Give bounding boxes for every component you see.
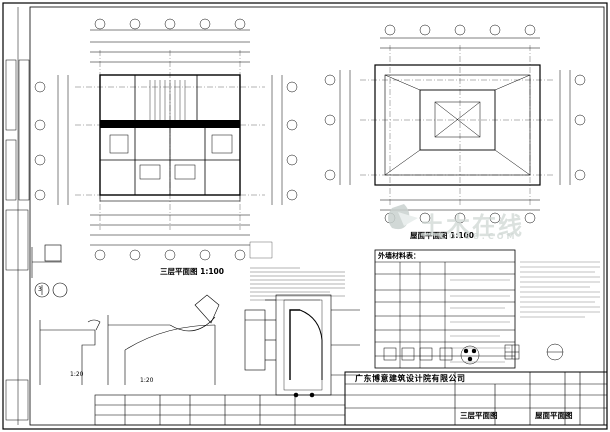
general-notes: [520, 261, 600, 318]
civil-engineering-logo: [388, 204, 418, 230]
floor3-notes: [249, 241, 345, 301]
roof-plan: [339, 37, 571, 211]
floor3-axis-bubbles: [34, 18, 298, 261]
sheet-name-1: 三层平面图: [460, 411, 498, 420]
roof-axis-bubbles: [324, 24, 586, 224]
detail-number: 3: [38, 286, 42, 293]
floor3-plan: [57, 29, 283, 246]
firm-name: 广东博意建筑设计院有限公司: [355, 374, 466, 383]
spec-title: 外墙材料表：: [378, 252, 420, 260]
symbols: [383, 343, 564, 365]
roof-title: 屋面平面图 1:100: [410, 231, 474, 240]
material-table: [374, 249, 516, 369]
parapet-detail: [244, 309, 266, 371]
watermark-brand-cn: 土木在线: [420, 212, 524, 240]
wall-section-detail: [265, 294, 360, 398]
title-block-lines: [94, 371, 608, 426]
detail1-scale: 1:20: [70, 371, 84, 378]
watermark-brand-en: COI88.COM: [440, 232, 518, 241]
detail2-scale: 1:20: [140, 377, 154, 384]
sheet-name-2: 屋面平面图: [535, 411, 573, 420]
detail-sections: [31, 244, 220, 385]
floor3-title: 三层平面图 1:100: [160, 267, 224, 276]
